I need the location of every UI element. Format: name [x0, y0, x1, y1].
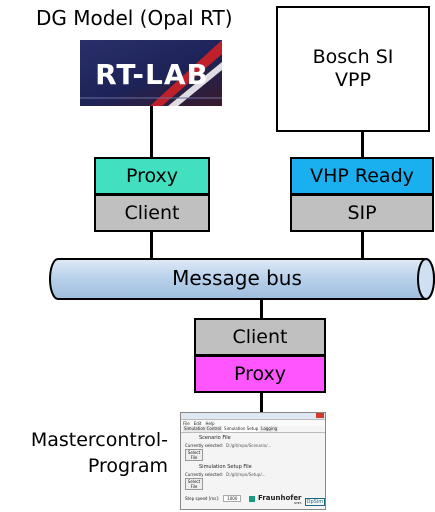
sip-box: SIP — [290, 194, 434, 232]
connector-client-bus — [150, 232, 153, 260]
brand-row: Fraunhofer IWES OpSim — [249, 495, 325, 506]
message-bus-cylinder — [49, 258, 435, 300]
sip-label: SIP — [347, 201, 377, 224]
window-tabs: Simulation Control Simulation Setup Logg… — [181, 426, 325, 433]
bosch-si-vpp-box: Bosch SI VPP — [276, 6, 430, 132]
fraunhofer-text: Fraunhofer — [258, 494, 302, 502]
vhp-ready-box: VHP Ready — [290, 157, 434, 195]
connector-sip-bus — [361, 232, 364, 260]
connector-proxy-program — [260, 392, 263, 412]
scenario-button: Select File — [185, 449, 203, 461]
left-proxy-box: Proxy — [94, 157, 210, 195]
rt-lab-logo: RT-LAB — [80, 40, 222, 106]
left-proxy-label: Proxy — [125, 164, 179, 187]
bosch-si-vpp-label: Bosch SI VPP — [312, 46, 394, 91]
rt-lab-swoosh-icon — [80, 40, 222, 106]
bottom-client-box: Client — [194, 318, 326, 356]
menu-file: File — [183, 420, 190, 426]
menu-edit: Edit — [193, 420, 202, 426]
left-client-box: Client — [94, 194, 210, 232]
rt-lab-logo-text: RT-LAB — [95, 58, 209, 91]
scenario-row: Currently selected: D:/git/repo/Scenario… — [181, 441, 325, 448]
scenario-value: D:/git/repo/Scenario/... — [226, 443, 272, 448]
fraunhofer-icon — [249, 496, 255, 502]
window-menubar: File Edit Help — [181, 420, 325, 426]
bottom-proxy-box: Proxy — [194, 355, 326, 393]
setup-heading: Simulation Setup File — [199, 464, 252, 470]
tab-simulation-control: Simulation Control — [183, 426, 223, 432]
opsim-logo: OpSim — [304, 498, 325, 506]
message-bus-label: Message bus — [172, 266, 302, 290]
connector-bus-client — [260, 298, 263, 318]
connector-bosch-vhp — [361, 132, 364, 158]
setup-button: Select File — [185, 478, 203, 490]
scenario-status: Currently selected: — [185, 443, 224, 448]
window-titlebar — [181, 413, 325, 420]
tab-logging: Logging — [260, 426, 279, 432]
left-client-label: Client — [124, 201, 180, 224]
setup-row: Currently selected: D:/git/repo/Setup/..… — [181, 470, 325, 477]
step-row: Step speed [ms]: 1000 — [181, 490, 325, 502]
vhp-ready-label: VHP Ready — [310, 164, 414, 187]
message-bus-end-cap — [417, 258, 435, 300]
mastercontrol-window-thumbnail: File Edit Help Simulation Control Simula… — [180, 412, 326, 510]
tab-simulation-setup: Simulation Setup — [223, 426, 260, 432]
mastercontrol-program-label: Mastercontrol- Program — [30, 429, 168, 477]
connector-logo-proxy — [150, 106, 153, 158]
fraunhofer-sub: IWES — [293, 501, 302, 505]
setup-status: Currently selected: — [185, 472, 224, 477]
step-value: 1000 — [223, 495, 242, 502]
bottom-client-label: Client — [232, 325, 288, 348]
window-close-icon — [316, 413, 324, 418]
step-label: Step speed [ms]: — [185, 496, 220, 501]
bottom-proxy-label: Proxy — [233, 362, 287, 385]
fraunhofer-logo: Fraunhofer IWES — [258, 495, 302, 505]
dg-model-title: DG Model (Opal RT) — [36, 6, 233, 30]
setup-value: D:/git/repo/Setup/... — [226, 472, 266, 477]
menu-help: Help — [205, 420, 215, 426]
scenario-heading: Scenario File — [199, 435, 231, 441]
